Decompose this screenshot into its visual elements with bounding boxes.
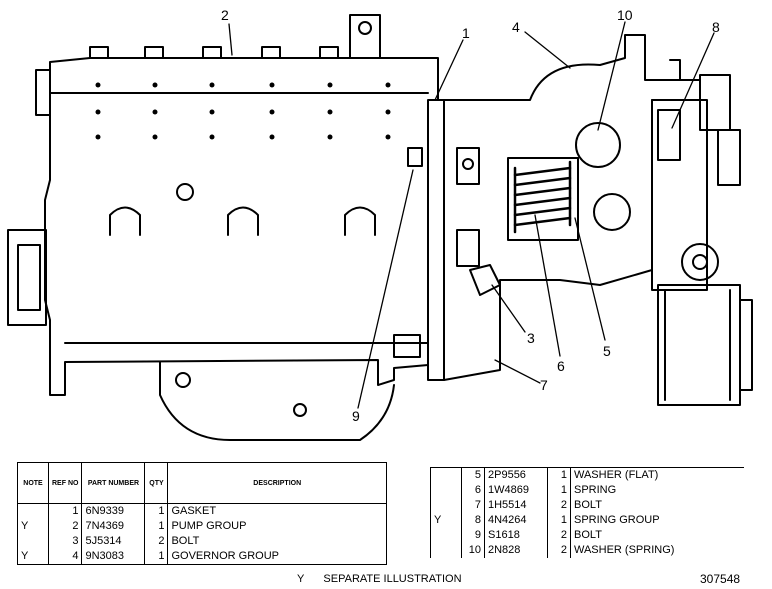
header-qty: QTY [144,462,169,504]
footnote-text: SEPARATE ILLUSTRATION [323,573,462,585]
exploded-view-diagram: 2 1 4 10 8 3 6 5 7 9 [7,7,753,441]
callout-7: 7 [540,377,548,393]
callout-2: 2 [221,7,229,23]
pump-housing [7,14,439,441]
governor-housing [443,34,701,381]
callout-6: 6 [557,358,565,374]
callout-3: 3 [527,330,535,346]
header-description: DESCRIPTION [167,462,387,504]
table-row: Y 8 4N4264 1 SPRING GROUP [430,513,745,528]
callout-1: 1 [462,25,470,41]
parts-table-left: NOTE REF NO PART NUMBER QTY DESCRIPTION … [17,462,387,565]
callout-5: 5 [603,343,611,359]
spring-group [651,59,753,406]
footnote: Y SEPARATE ILLUSTRATION [297,573,462,585]
table-row: 3 5J5314 2 BOLT [17,534,387,549]
parts-table-right: 5 2P9556 1 WASHER (FLAT) 6 1W4869 1 SPRI… [430,467,744,558]
table-row: 1 6N9339 1 GASKET [17,503,387,519]
callout-9: 9 [352,408,360,424]
governor-spring [513,160,572,234]
table-row: 9 S1618 2 BOLT [430,528,745,543]
callout-8: 8 [712,19,720,35]
callout-4: 4 [512,19,520,35]
leader-lines [228,21,715,409]
header-part-number: PART NUMBER [81,462,146,504]
table-row: Y 2 7N4369 1 PUMP GROUP [17,519,387,534]
header-note: NOTE [17,462,49,504]
table-row: 7 1H5514 2 BOLT [430,498,745,513]
header-ref-no: REF NO [48,462,83,504]
table-row: Y 4 9N3083 1 GOVERNOR GROUP [17,549,387,565]
table-row: 10 2N828 2 WASHER (SPRING) [430,543,745,558]
callout-labels: 2 1 4 10 8 3 6 5 7 9 [221,7,720,424]
callout-10: 10 [617,7,633,23]
table-row: 5 2P9556 1 WASHER (FLAT) [430,467,745,483]
gasket [427,99,445,381]
table-row: 6 1W4869 1 SPRING [430,483,745,498]
housing-dots [95,82,391,140]
illustration-number: 307548 [700,572,741,586]
footnote-mark: Y [297,573,305,585]
